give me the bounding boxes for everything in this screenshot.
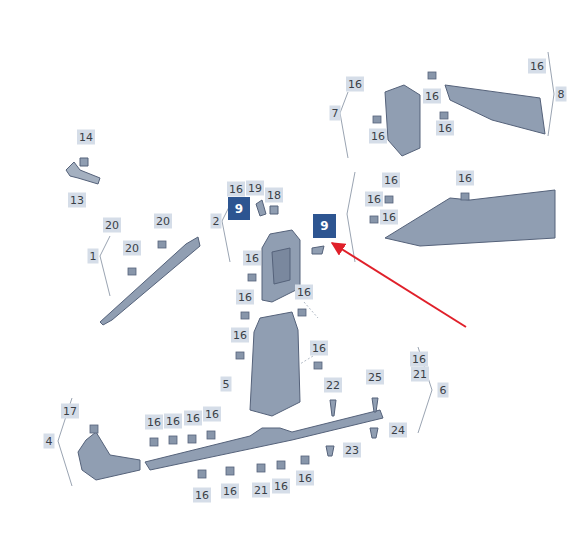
- group-brackets: [58, 52, 554, 486]
- callout-number: 16: [436, 121, 454, 136]
- callout-number: 16: [382, 173, 400, 188]
- front-sill-trim: [78, 432, 140, 480]
- callout-number: 16: [236, 290, 254, 305]
- callout-number: 16: [365, 192, 383, 207]
- callout-number: 16: [221, 484, 239, 499]
- belt-guide: [272, 248, 290, 284]
- reference-number: 9: [235, 202, 243, 216]
- callout-number: 16: [410, 352, 428, 367]
- callout-number: 14: [77, 130, 95, 145]
- callout-number: 22: [324, 378, 342, 393]
- callout-number: 16: [231, 328, 249, 343]
- screw: [370, 428, 378, 438]
- a-pillar-trim: [100, 237, 200, 325]
- callout-number: 16: [272, 479, 290, 494]
- callout-number: 7: [330, 106, 341, 121]
- callout-number: 16: [456, 171, 474, 186]
- callout-number: 23: [343, 443, 361, 458]
- c-pillar-trim: [385, 85, 420, 156]
- callout-number: 20: [103, 218, 121, 233]
- callout-number: 6: [438, 383, 449, 398]
- callout-number: 2: [211, 214, 222, 229]
- callout-number: 16: [380, 210, 398, 225]
- callout-number: 16: [203, 407, 221, 422]
- callout-number: 20: [123, 241, 141, 256]
- clip: [312, 246, 324, 254]
- callout-number: 16: [310, 341, 328, 356]
- quarter-trim: [385, 190, 555, 246]
- callout-number: 16: [145, 415, 163, 430]
- callout-number: 16: [184, 411, 202, 426]
- callout-number: 4: [44, 434, 55, 449]
- callout-number: 16: [227, 182, 245, 197]
- callout-number: 16: [164, 414, 182, 429]
- callout-number: 8: [556, 87, 567, 102]
- reference-box: 9: [313, 214, 336, 238]
- d-pillar-trim: [445, 85, 545, 134]
- callout-number: 16: [243, 251, 261, 266]
- callout-number: 16: [346, 77, 364, 92]
- screw: [326, 446, 334, 456]
- clip: [270, 206, 278, 214]
- callout-number: 18: [265, 188, 283, 203]
- callout-number: 24: [389, 423, 407, 438]
- b-pillar-lower-trim: [250, 312, 300, 416]
- callout-number: 16: [369, 129, 387, 144]
- callout-number: 17: [61, 404, 79, 419]
- callout-number: 16: [423, 89, 441, 104]
- callout-number: 16: [295, 285, 313, 300]
- highlight-arrow: [332, 243, 466, 327]
- sill-trim: [145, 410, 383, 470]
- callout-number: 21: [411, 367, 429, 382]
- callout-number: 20: [154, 214, 172, 229]
- reference-number: 9: [320, 219, 328, 233]
- callout-number: 21: [252, 483, 270, 498]
- clip: [80, 158, 88, 166]
- callout-number: 25: [366, 370, 384, 385]
- callout-number: 16: [296, 471, 314, 486]
- callout-number: 5: [221, 377, 232, 392]
- callout-number: 1: [88, 249, 99, 264]
- callout-number: 13: [68, 193, 86, 208]
- clips: [90, 72, 469, 478]
- callout-number: 16: [193, 488, 211, 503]
- callout-number: 16: [528, 59, 546, 74]
- callout-number: 19: [246, 181, 264, 196]
- screw: [330, 400, 336, 416]
- screw: [372, 398, 378, 412]
- reference-box: 9: [228, 197, 250, 220]
